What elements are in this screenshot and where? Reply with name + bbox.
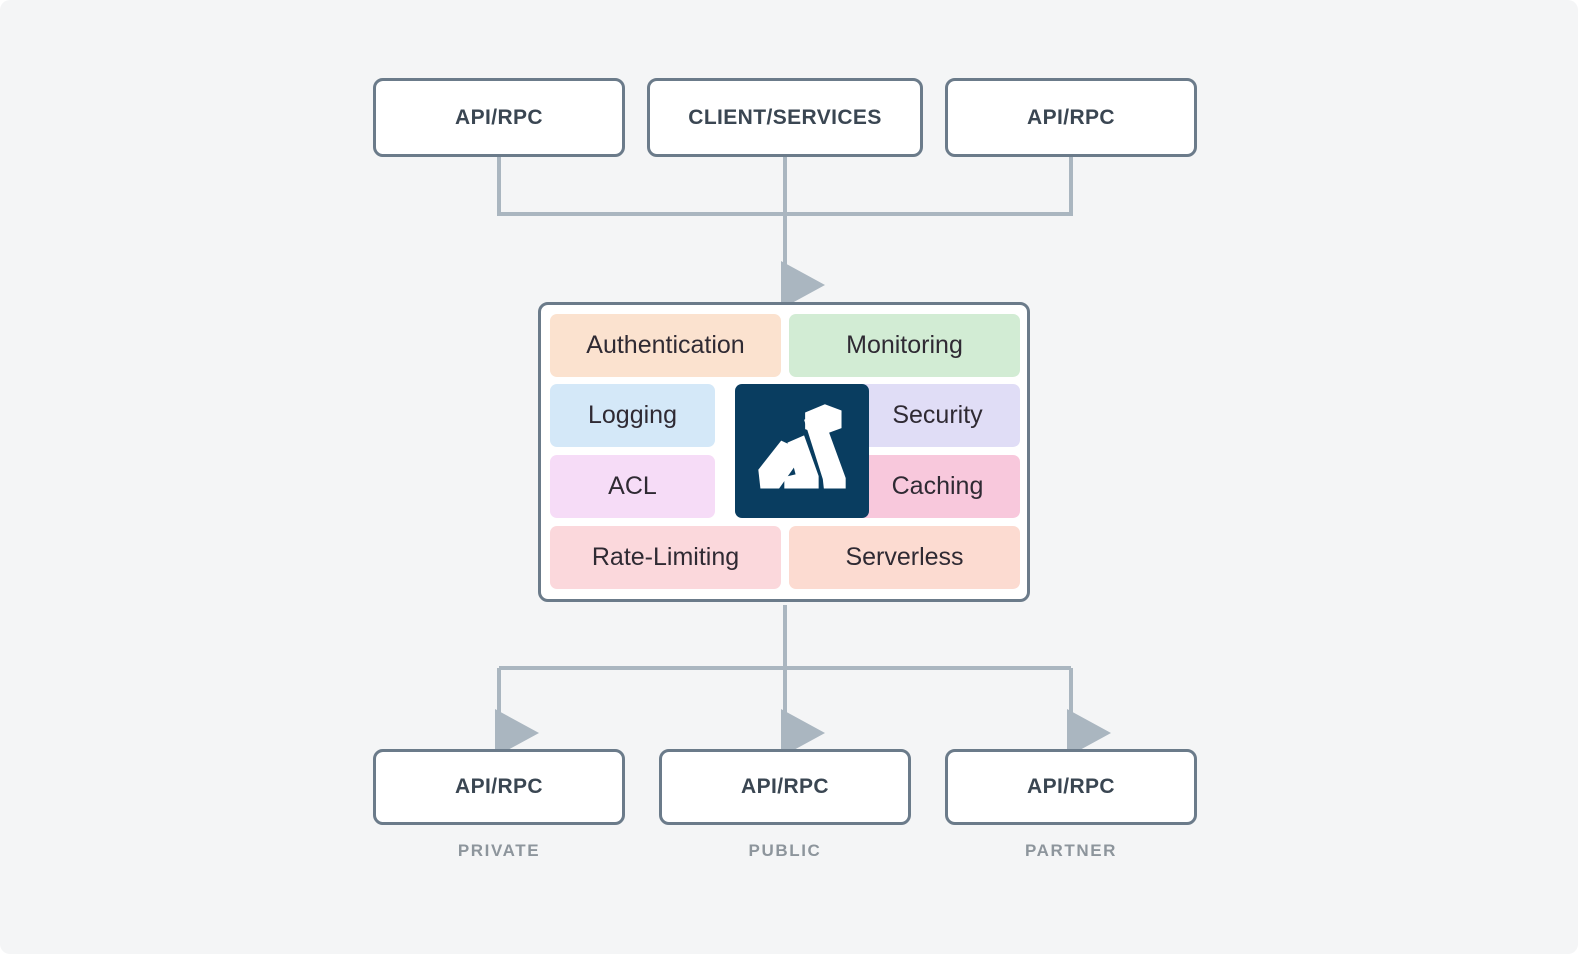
tile-label: Serverless [845,543,964,571]
tile-acl[interactable]: ACL [550,455,715,518]
node-label: API/RPC [741,775,829,798]
tile-rate-limiting[interactable]: Rate-Limiting [550,526,781,589]
tile-label: Caching [891,472,984,500]
node-api-rpc-public[interactable]: API/RPC [659,749,911,825]
tile-security[interactable]: Security [855,384,1020,447]
caption-public: PUBLIC [748,841,822,860]
apisix-logo-mark [758,404,846,489]
node-label: API/RPC [455,775,543,798]
node-api-rpc-left[interactable]: API/RPC [373,78,625,157]
tile-authentication[interactable]: Authentication [550,314,781,377]
node-label: API/RPC [1027,775,1115,798]
api-gateway-container[interactable]: Authentication Monitoring Logging Securi… [538,302,1030,602]
node-label: CLIENT/SERVICES [688,105,882,129]
node-api-rpc-partner[interactable]: API/RPC [945,749,1197,825]
node-client-services[interactable]: CLIENT/SERVICES [647,78,923,157]
apisix-logo-icon [735,384,869,518]
caption-partner: PARTNER [1024,841,1118,860]
tile-label: Logging [588,401,677,429]
caption-private: PRIVATE [457,841,541,860]
tile-label: ACL [608,472,657,500]
tile-label: Rate-Limiting [591,543,740,571]
tile-monitoring[interactable]: Monitoring [789,314,1020,377]
tile-label: Monitoring [846,331,963,359]
tile-caching[interactable]: Caching [855,455,1020,518]
node-api-rpc-right[interactable]: API/RPC [945,78,1197,157]
node-label: API/RPC [455,105,543,129]
gateway-tile-grid: Authentication Monitoring Logging Securi… [550,314,1020,590]
tile-logging[interactable]: Logging [550,384,715,447]
tile-label: Authentication [586,331,745,359]
node-label: API/RPC [1027,105,1115,129]
tile-label: Security [892,401,983,429]
node-api-rpc-private[interactable]: API/RPC [373,749,625,825]
tile-serverless[interactable]: Serverless [789,526,1020,589]
